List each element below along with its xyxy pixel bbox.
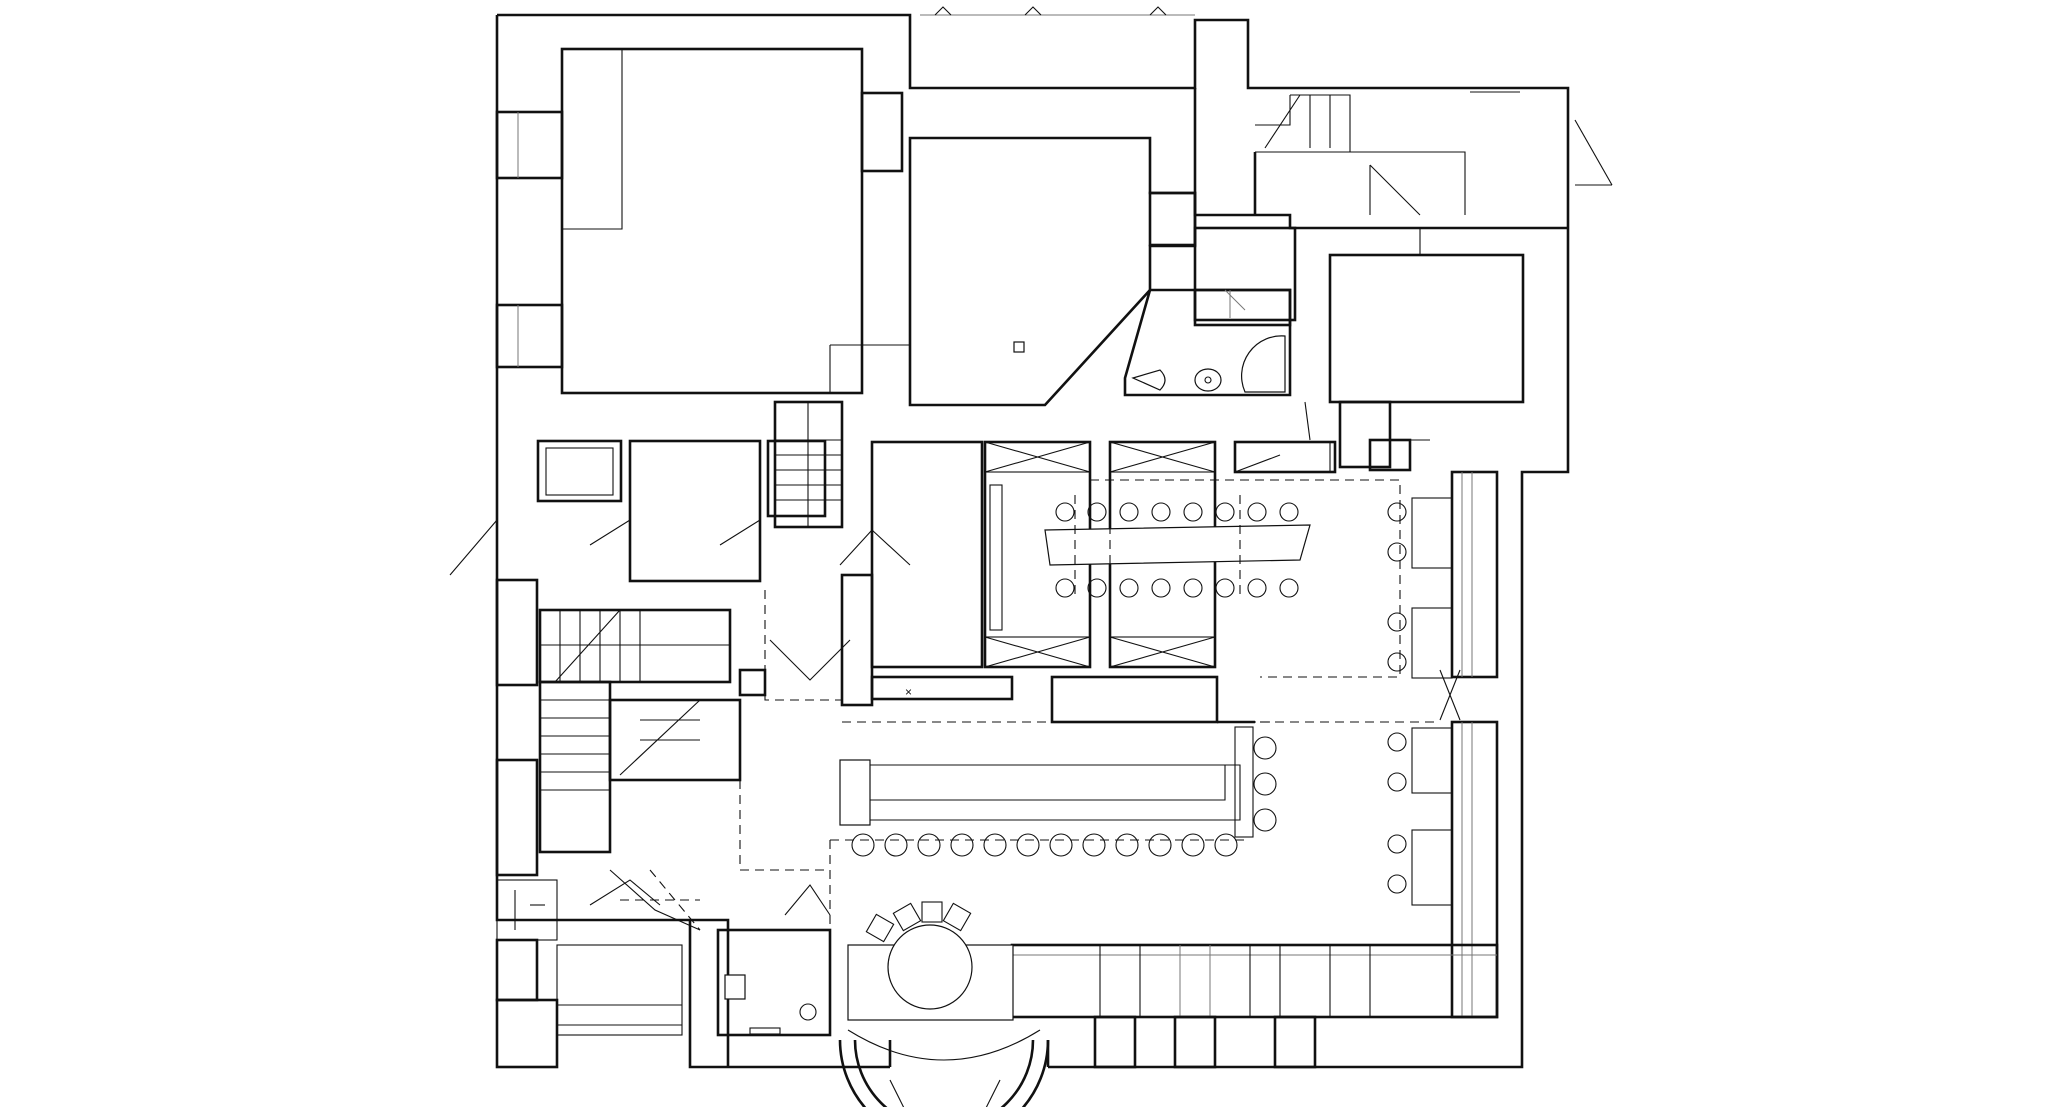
outer-walls	[495, 13, 1570, 1069]
cross-marker: ×	[905, 685, 912, 699]
stair-1	[773, 400, 844, 529]
lower-booths	[1387, 720, 1499, 1019]
bottom-bench	[1010, 943, 1499, 1069]
upper-bathroom	[1123, 288, 1292, 397]
door-swings	[449, 518, 1461, 931]
bar-counter: ×	[839, 675, 1255, 838]
toilet-icon	[1131, 369, 1166, 391]
upper-booths	[1387, 470, 1499, 679]
meeting-chairs	[1055, 502, 1299, 598]
washbasin	[799, 1003, 817, 1021]
upper-right-rooms	[1193, 88, 1613, 472]
upper-middle-room	[908, 136, 1197, 407]
upper-left-rooms	[495, 47, 910, 395]
stair-2	[538, 608, 732, 684]
overhead-dashed-lines	[620, 479, 1440, 931]
bay-window	[838, 1029, 1050, 1107]
column-marker	[1013, 341, 1025, 353]
facade-windows	[920, 6, 1520, 441]
stair-3	[538, 680, 742, 854]
washbasin	[1194, 368, 1222, 392]
storage-units	[983, 440, 1337, 669]
toilet-icon	[724, 974, 746, 1000]
bar-stools	[851, 736, 1277, 857]
round-table	[847, 901, 1014, 1021]
entry-steps	[496, 879, 683, 1036]
shower-tray	[1241, 335, 1286, 393]
lower-wc	[716, 928, 832, 1037]
central-blocks	[738, 440, 984, 707]
meeting-table	[1044, 524, 1311, 566]
left-side-rooms	[495, 439, 827, 1069]
